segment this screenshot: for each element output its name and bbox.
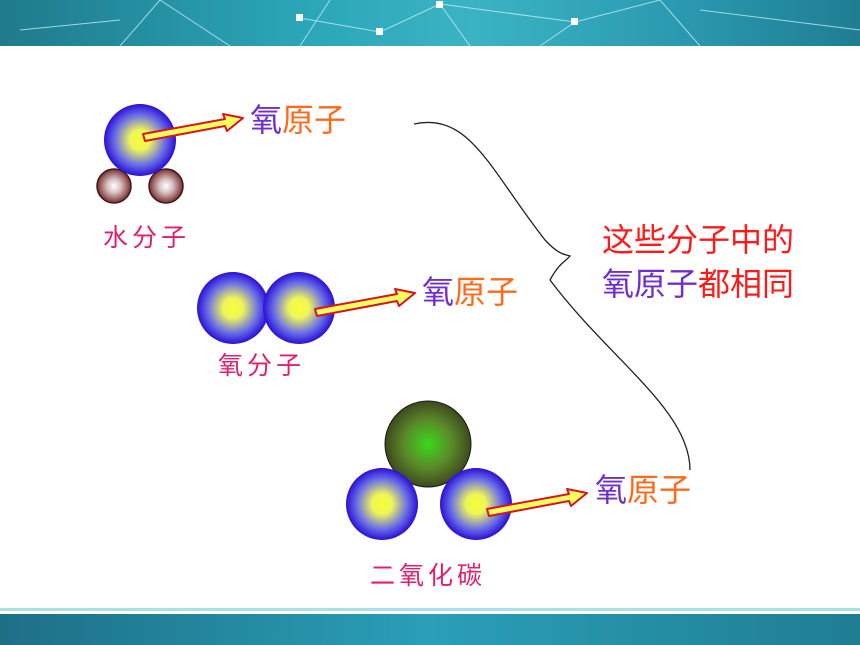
oxygen-atom (104, 104, 176, 176)
footer-banner (0, 614, 860, 645)
label-atom: 原子 (454, 273, 519, 311)
conclusion-note: 这些分子中的 氧原子都相同 (602, 218, 794, 306)
oxygen-atom (263, 272, 335, 344)
arrow-co2 (486, 488, 588, 517)
note-line-2-highlight: 氧原子 (602, 265, 699, 303)
label-element: 氧 (422, 273, 455, 311)
label-element: 氧 (595, 471, 628, 509)
co2-molecule-label: 二氧化碳 (370, 561, 487, 590)
arrow-oxygen (314, 288, 416, 317)
oxygen-atom-label-water: 氧原子 (250, 104, 346, 136)
oxygen-molecule-label: 氧分子 (218, 351, 306, 380)
carbon-atom (384, 400, 472, 488)
water-molecule (96, 104, 184, 204)
oxygen-molecule (197, 272, 335, 344)
co2-molecule (346, 400, 512, 540)
header-banner (0, 0, 860, 47)
oxygen-atom (197, 272, 269, 344)
water-molecule-label: 水分子 (103, 223, 191, 252)
arrow-water (142, 113, 244, 142)
footer-accent-line (0, 608, 860, 611)
note-line-2-rest: 都相同 (698, 265, 795, 303)
oxygen-atom-label-co2: 氧原子 (595, 474, 691, 506)
oxygen-atom (440, 468, 512, 540)
note-line-1: 这些分子中的 (602, 221, 795, 259)
oxygen-atom (346, 468, 418, 540)
note-line-2: 氧原子都相同 (602, 262, 794, 306)
oxygen-atom-label-oxygen: 氧原子 (422, 276, 518, 308)
label-atom: 原子 (627, 471, 692, 509)
grouping-brace (413, 121, 691, 471)
header-network-pattern (19, 0, 860, 47)
hydrogen-atom (96, 168, 132, 204)
label-element: 氧 (250, 101, 283, 139)
hydrogen-atom (148, 168, 184, 204)
label-atom: 原子 (282, 101, 347, 139)
